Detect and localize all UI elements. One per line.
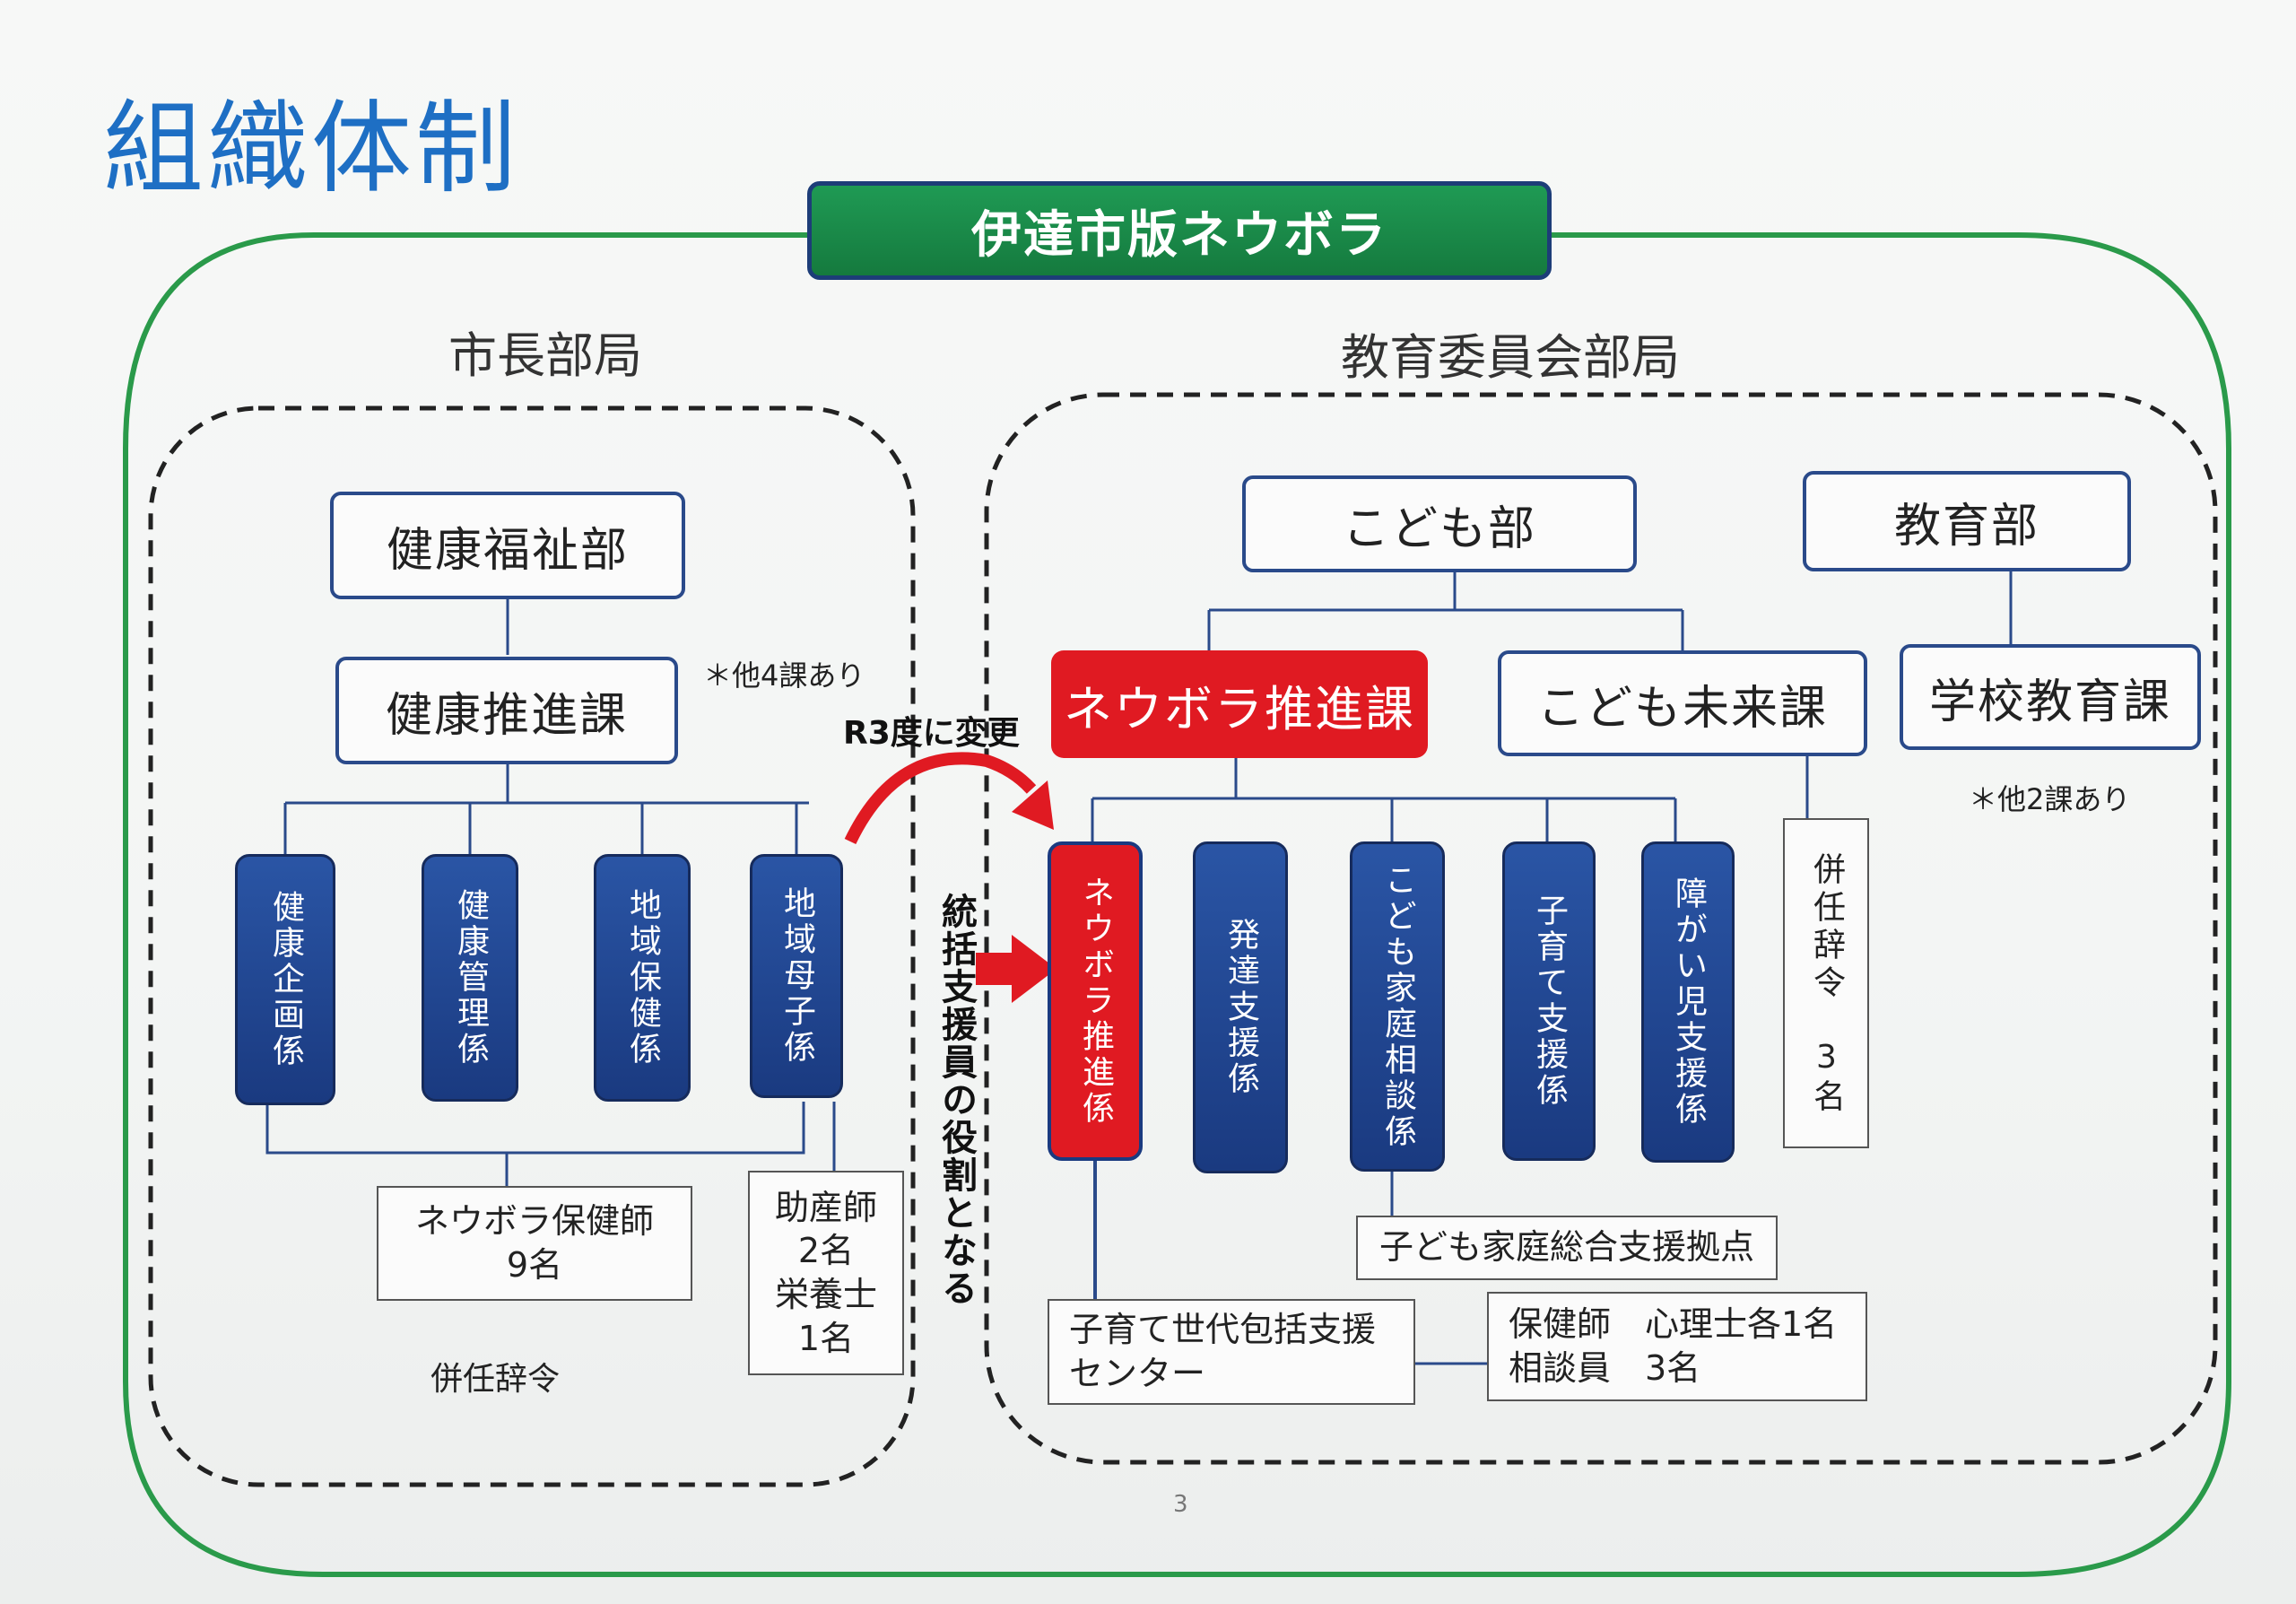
role-change-note: 統括支援員の役割となる [935,893,977,1307]
concurrent-box: 併任辞令 3名 [1783,818,1869,1148]
unit-label: 健康管理係 [452,888,489,1068]
health-promotion-section-box: 健康推進課 [335,657,678,764]
midwife-line1: 助産師 [774,1187,877,1227]
health-welfare-dept-box: 健康福祉部 [330,492,685,599]
unit-pill: こども家庭相談係 [1350,841,1445,1172]
nurses-line1: ネウボラ保健師 [414,1200,654,1241]
center-line1: 子育て世代包括支援 [1069,1309,1377,1349]
unit-label: 健康企画係 [267,890,304,1069]
staff-line2: 相談員 3名 [1509,1348,1701,1388]
outer-frame [123,232,2231,1577]
school-education-section-box: 学校教育課 [1900,644,2201,750]
unit-pill: 発達支援係 [1193,841,1288,1173]
kodomo-mirai-section-box: こども未来課 [1498,650,1867,756]
change-label: R3度に変更 [843,715,1020,752]
unit-label: 発達支援係 [1222,918,1259,1097]
unit-pill: 障がい児支援係 [1641,841,1735,1163]
neuvola-section-box: ネウボラ推進課 [1051,650,1428,758]
family-support-hub-box: 子ども家庭総合支援拠点 [1356,1216,1778,1280]
page-number: 3 [1173,1491,1188,1518]
midwife-line4: 1名 [797,1318,855,1358]
unit-label: 子育て支援係 [1531,894,1568,1109]
unit-pill: 地域保健係 [594,854,691,1102]
mayor-dashed-area [148,405,916,1487]
unit-label: 地域母子係 [778,886,815,1066]
mayor-section-label: 市長部局 [448,327,642,384]
page-title: 組織体制 [103,91,519,207]
unit-label: 障がい児支援係 [1670,876,1707,1128]
midwife-line2: 2名 [797,1231,855,1271]
education-dashed-area [984,392,2218,1465]
center-line2: センター [1069,1354,1206,1393]
staff-box: 保健師 心理士各1名 相談員 3名 [1487,1292,1867,1401]
unit-label: こども家庭相談係 [1379,863,1416,1150]
mayor-concurrent-note: 併任辞令 [430,1361,561,1398]
staff-line1: 保健師 心理士各1名 [1509,1303,1838,1344]
midwife-line3: 栄養士 [774,1275,877,1314]
banner-title: 伊達市版ネウボラ [807,181,1552,280]
concurrent-text: 併任辞令 [1808,851,1845,1003]
unit-pill: 健康管理係 [422,854,518,1102]
unit-pill: 地域母子係 [750,854,843,1098]
kyoiku-dept-box: 教育部 [1803,471,2131,571]
education-other-note: ＊他2課あり [1969,782,2131,816]
unit-label: ネウボラ推進係 [1077,876,1114,1127]
kodomo-dept-box: こども部 [1242,475,1637,572]
unit-pill: 子育て支援係 [1502,841,1596,1161]
midwife-box: 助産師 2名 栄養士 1名 [748,1171,904,1375]
curved-red-arrow [844,752,1037,845]
parenting-center-box: 子育て世代包括支援 センター [1048,1299,1415,1405]
nurses-box: ネウボラ保健師 9名 [377,1186,692,1301]
nurses-line2: 9名 [506,1245,563,1285]
unit-pill-neuvola: ネウボラ推進係 [1048,841,1143,1161]
concurrent-count: 3名 [1808,1038,1845,1115]
education-section-label: 教育委員会部局 [1341,329,1680,386]
unit-label: 地域保健係 [624,888,661,1068]
mayor-other-note: ＊他4課あり [703,658,865,693]
unit-pill: 健康企画係 [235,854,335,1105]
